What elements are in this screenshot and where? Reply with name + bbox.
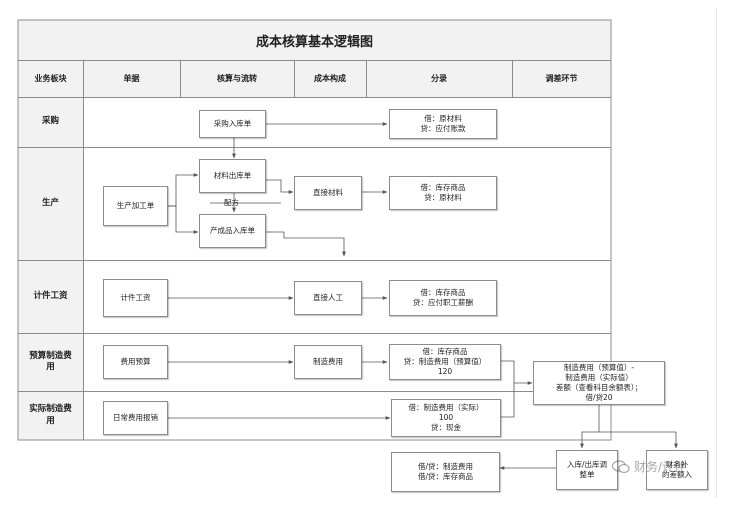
line-actual-entry-to-variance — [501, 383, 515, 418]
node-finished-receipt: 产成品入库单 — [199, 214, 266, 248]
node-piece-wage: 计件工资 — [103, 279, 168, 317]
node-material-issue: 材料出库单 — [199, 159, 266, 193]
node-entry-purchase: 借：原材料 贷：应付账款 — [389, 109, 497, 139]
node-entry-budget: 借：库存商品 贷：制造费用（预算值） 120 — [389, 344, 501, 380]
row-label-procurement: 采购 — [41, 116, 59, 127]
node-daily-expense: 日常费用报销 — [103, 401, 168, 435]
node-variance-calculation: 制造费用（预算值）- 制造费用（实际值） 差额（查看科目余额表）； 借/贷20 — [533, 361, 665, 405]
node-supplement: 财务补 的差额入 — [646, 450, 708, 490]
column-header-business: 业务板块 — [34, 74, 67, 83]
node-entry-actual: 借：制造费用（实际） 100 贷：现金 — [391, 399, 501, 437]
watermark: 财务/计件 — [612, 458, 686, 475]
arrow-variance-to-supplement — [599, 431, 678, 449]
node-manufacturing-overhead: 制造费用 — [294, 345, 362, 379]
arrow-budget-entry-to-variance — [501, 360, 533, 385]
node-entry-production: 借：库存商品 贷：原材料 — [389, 176, 497, 210]
node-purchase-receipt: 采购入库单 — [199, 110, 266, 138]
node-adjust-voucher: 入库/出库调 整单 — [556, 450, 618, 490]
node-direct-labor: 直接人工 — [294, 281, 362, 315]
node-direct-material: 直接材料 — [294, 176, 362, 210]
page-divider — [716, 8, 717, 498]
arrow-variance-to-voucher — [580, 405, 600, 449]
node-entry-labor: 借：库存商品 贷：应付职工薪酬 — [389, 280, 497, 316]
arrow-issue-to-material — [266, 179, 294, 194]
column-header-cost-composition: 成本构成 — [314, 74, 346, 83]
arrow-order-to-issue — [168, 173, 199, 207]
watermark-text: 财务/计件 — [634, 460, 687, 474]
column-header-adjustment: 调差环节 — [545, 74, 578, 83]
label-recipe: 配方 — [224, 198, 239, 207]
row-label-piecework: 计件工资 — [33, 290, 68, 301]
node-production-order: 生产加工单 — [103, 186, 168, 226]
wechat-icon — [612, 459, 630, 473]
column-header-accounting-flow: 核算与流转 — [217, 74, 257, 83]
diagram-title: 成本核算基本逻辑图 — [255, 34, 373, 50]
arrow-finished-down — [266, 231, 346, 257]
row-label-production: 生产 — [41, 197, 59, 208]
row-label-actual-overhead: 实际制造费 用 — [29, 404, 72, 426]
node-entry-adjust: 借/贷：制造费用 借/贷：库存商品 — [391, 452, 500, 492]
row-label-budget-overhead: 预算制造费 用 — [29, 350, 72, 372]
column-header-documents: 单据 — [123, 74, 140, 83]
column-header-entries: 分录 — [431, 74, 447, 83]
arrow-order-to-finished — [168, 205, 199, 234]
node-expense-budget: 费用预算 — [103, 345, 168, 379]
